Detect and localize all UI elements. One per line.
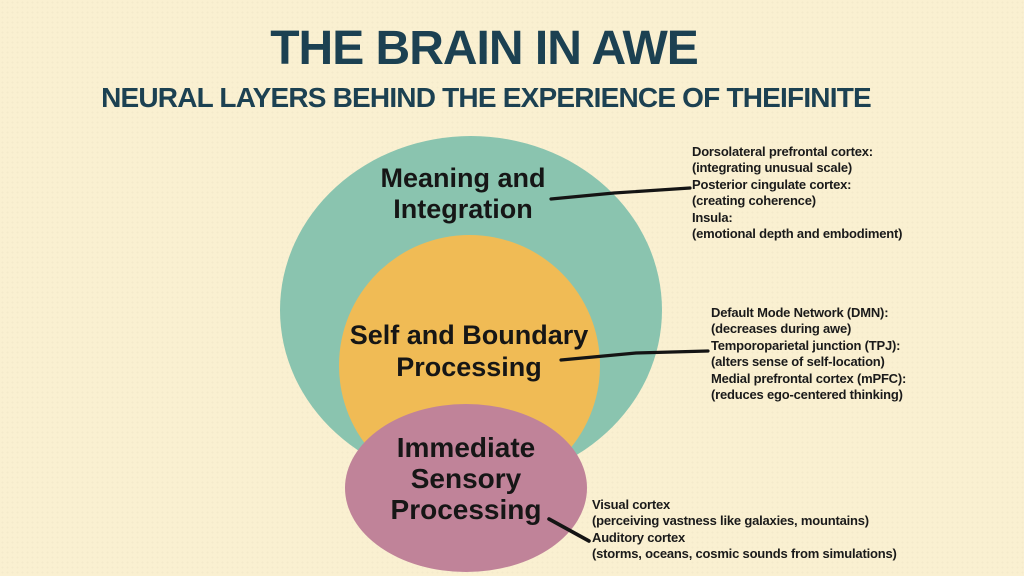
annotation-region: Medial prefrontal cortex (mPFC):: [711, 370, 907, 386]
annotation-note: (reduces ego-centered thinking): [711, 387, 903, 403]
annotation-note: (emotional depth and embodiment): [692, 226, 903, 242]
annotation-region: Dorsolateral prefrontal cortex:: [692, 144, 873, 159]
annotation-note: (storms, oceans, cosmic sounds from simu…: [592, 546, 897, 562]
annotation-region: Default Mode Network (DMN):: [711, 305, 889, 320]
annotation-block-immediate-sensory: Visual cortex (perceiving vastness like …: [592, 497, 897, 563]
annotation-note: (integrating unusual scale): [692, 160, 853, 176]
annotation-region: Temporoparietal junction (TPJ):: [711, 337, 901, 353]
annotation-block-meaning-integration: Dorsolateral prefrontal cortex: (integra…: [692, 144, 902, 242]
annotation-note: (alters sense of self-location): [711, 354, 885, 370]
annotation-region: Visual cortex: [592, 497, 671, 512]
page-title: THE BRAIN IN AWE: [270, 22, 699, 75]
layer-label-line: Self and Boundary: [349, 320, 589, 350]
layer-label-line: Immediate: [396, 432, 536, 463]
layer-label-line: Integration: [393, 194, 533, 224]
page-subtitle: NEURAL LAYERS BEHIND THE EXPERIENCE OF T…: [101, 82, 872, 113]
layer-label-immediate-sensory: Immediate Sensory Processing: [346, 432, 586, 525]
layer-circle-immediate-sensory: [345, 404, 587, 572]
layer-label-line: Processing: [396, 352, 542, 382]
annotation-note: (perceiving vastness like galaxies, moun…: [592, 513, 869, 529]
layer-label-line: Sensory: [410, 463, 522, 494]
annotation-note: (decreases during awe): [711, 321, 852, 337]
annotation-region: Insula:: [692, 209, 733, 225]
annotation-region: Auditory cortex: [592, 529, 686, 545]
layer-label-line: Processing: [390, 494, 542, 525]
annotation-block-self-boundary: Default Mode Network (DMN): (decreases d…: [711, 305, 906, 403]
layer-label-self-boundary: Self and Boundary Processing: [334, 319, 604, 383]
layer-label-line: Meaning and: [380, 163, 546, 193]
annotation-note: (creating coherence): [692, 193, 816, 209]
annotation-region: Posterior cingulate cortex:: [692, 176, 852, 192]
layer-label-meaning-integration: Meaning and Integration: [343, 163, 583, 225]
